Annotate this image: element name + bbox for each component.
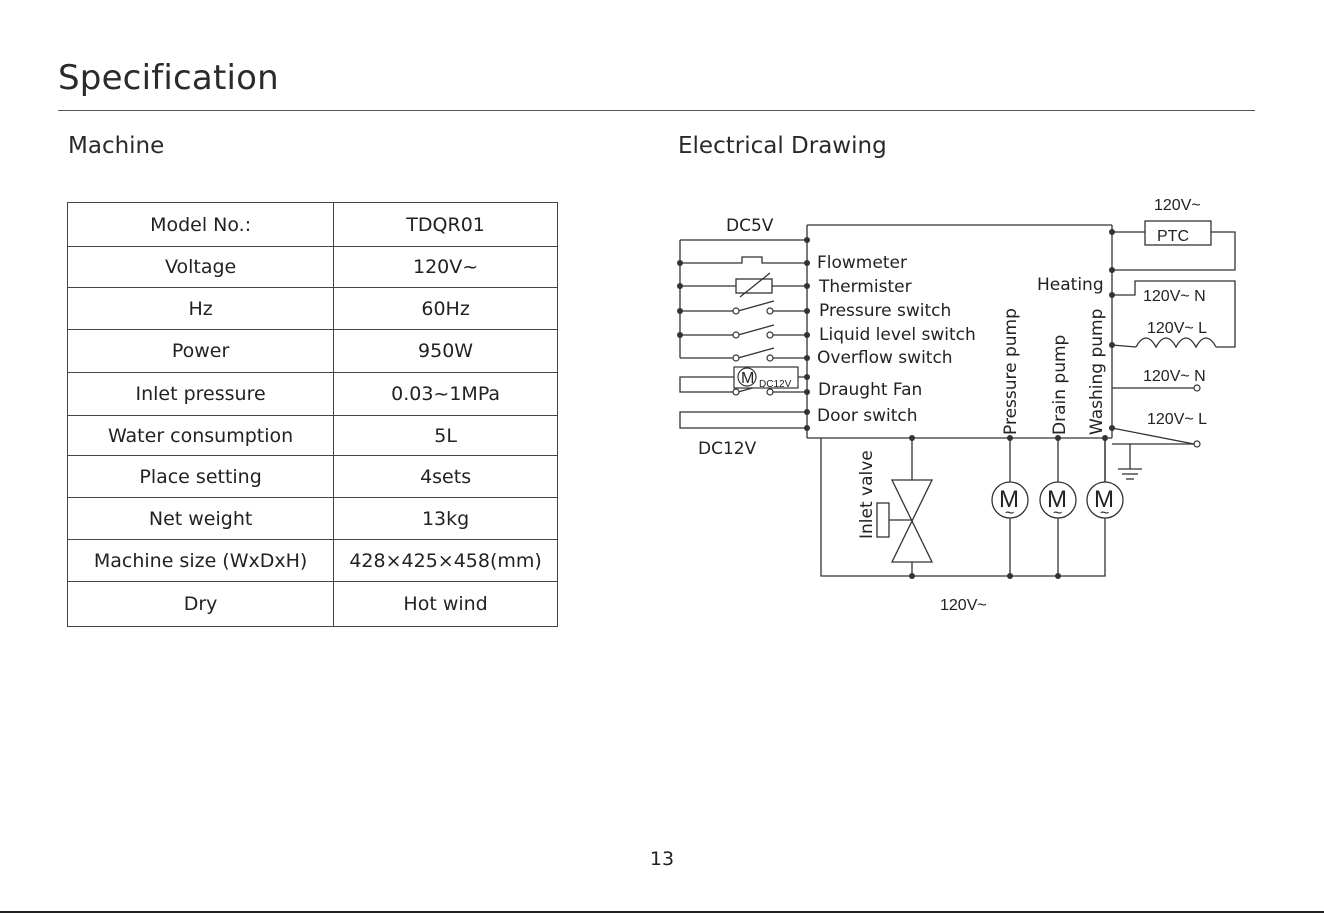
- washing-pump-label: Washing pump: [1087, 309, 1107, 435]
- heating-coil: 120V~ N 120V~ L: [1111, 280, 1236, 349]
- spec-value: Hot wind: [333, 581, 558, 627]
- page-title: Specification: [58, 58, 279, 98]
- fan-motor-voltage: DC12V: [759, 379, 792, 390]
- spec-label: Hz: [66, 287, 335, 330]
- machine-section-title: Machine: [68, 133, 165, 159]
- motor-wave: ~: [1053, 505, 1062, 522]
- table-row: Place setting 4sets: [66, 455, 558, 498]
- table-row: Voltage 120V~: [66, 246, 558, 288]
- heating-label: Heating: [1037, 275, 1104, 295]
- switch-contacts: [732, 307, 774, 396]
- dc5v-label: DC5V: [726, 216, 774, 236]
- electrical-drawing: M DC12V DC5V DC12V Flowmeter Thermister …: [677, 197, 1236, 614]
- machine-spec-table: Model No.: TDQR01 Voltage 120V~ Hz 60Hz …: [66, 202, 558, 627]
- ground-icon: [1118, 444, 1142, 480]
- draught-fan-motor-icon: M DC12V: [733, 366, 799, 390]
- fan-motor-letter: M: [741, 370, 754, 387]
- table-row: Hz 60Hz: [66, 287, 558, 330]
- thermister-label: Thermister: [818, 277, 912, 297]
- draught-fan-label: Draught Fan: [818, 380, 922, 400]
- supply-top-label: 120V~: [1154, 197, 1201, 214]
- flowmeter-label: Flowmeter: [817, 253, 907, 273]
- spec-label: Place setting: [66, 455, 335, 498]
- liquid-level-switch-label: Liquid level switch: [819, 325, 976, 345]
- title-divider: [58, 110, 1255, 111]
- spec-label: Dry: [66, 581, 335, 627]
- ptc-heater: PTC 120V~: [1112, 197, 1236, 271]
- motor-letter: M: [1047, 486, 1067, 513]
- table-row: Machine size (WxDxH) 428×425×458(mm): [66, 539, 558, 582]
- washing-pump-motor-icon: M ~: [1086, 481, 1124, 522]
- spec-value: 13kg: [333, 497, 558, 540]
- dc12v-label: DC12V: [698, 439, 757, 459]
- drain-pump-motor-icon: M ~: [1039, 481, 1077, 522]
- terminal-n1-label: 120V~ N: [1143, 288, 1206, 305]
- pressure-pump-motor-icon: M ~: [991, 481, 1029, 522]
- pressure-pump-label: Pressure pump: [1001, 308, 1021, 435]
- spec-value: 60Hz: [333, 287, 558, 330]
- motor-letter: M: [999, 486, 1019, 513]
- spec-value: TDQR01: [333, 202, 558, 247]
- output-terminals: 120V~ N 120V~ L: [1111, 368, 1207, 448]
- terminal-n2-label: 120V~ N: [1143, 368, 1206, 385]
- inlet-valve-icon: Inlet valve: [857, 450, 934, 563]
- spec-value: 5L: [333, 415, 558, 456]
- table-row: Net weight 13kg: [66, 497, 558, 540]
- motor-letter: M: [1094, 486, 1114, 513]
- left-wiring: [679, 239, 807, 429]
- spec-value: 120V~: [333, 246, 558, 288]
- spec-value: 0.03~1MPa: [333, 372, 558, 416]
- overflow-switch-label: Overflow switch: [817, 348, 953, 368]
- spec-label: Water consumption: [66, 415, 335, 456]
- terminal-l2-label: 120V~ L: [1147, 411, 1207, 428]
- table-row: Water consumption 5L: [66, 415, 558, 456]
- spec-value: 4sets: [333, 455, 558, 498]
- bottom-divider: [0, 911, 1324, 913]
- page-number: 13: [649, 848, 675, 870]
- spec-value: 428×425×458(mm): [333, 539, 558, 582]
- table-row: Dry Hot wind: [66, 581, 558, 627]
- inlet-valve-label: Inlet valve: [857, 450, 877, 539]
- spec-label: Voltage: [66, 246, 335, 288]
- spec-value: 950W: [333, 329, 558, 373]
- terminal-l1-label: 120V~ L: [1147, 320, 1207, 337]
- motor-wave: ~: [1100, 505, 1109, 522]
- table-row: Inlet pressure 0.03~1MPa: [66, 372, 558, 416]
- table-row: Power 950W: [66, 329, 558, 373]
- motor-wave: ~: [1005, 505, 1014, 522]
- supply-bottom-label: 120V~: [940, 597, 987, 614]
- table-row: Model No.: TDQR01: [66, 202, 558, 247]
- pressure-switch-label: Pressure switch: [819, 301, 951, 321]
- ptc-label: PTC: [1157, 228, 1189, 245]
- spec-label: Model No.:: [66, 202, 335, 247]
- door-switch-label: Door switch: [817, 406, 918, 426]
- spec-label: Power: [66, 329, 335, 373]
- electrical-section-title: Electrical Drawing: [678, 133, 887, 159]
- spec-label: Net weight: [66, 497, 335, 540]
- drain-pump-label: Drain pump: [1050, 335, 1070, 435]
- spec-label: Machine size (WxDxH): [66, 539, 335, 582]
- spec-label: Inlet pressure: [66, 372, 335, 416]
